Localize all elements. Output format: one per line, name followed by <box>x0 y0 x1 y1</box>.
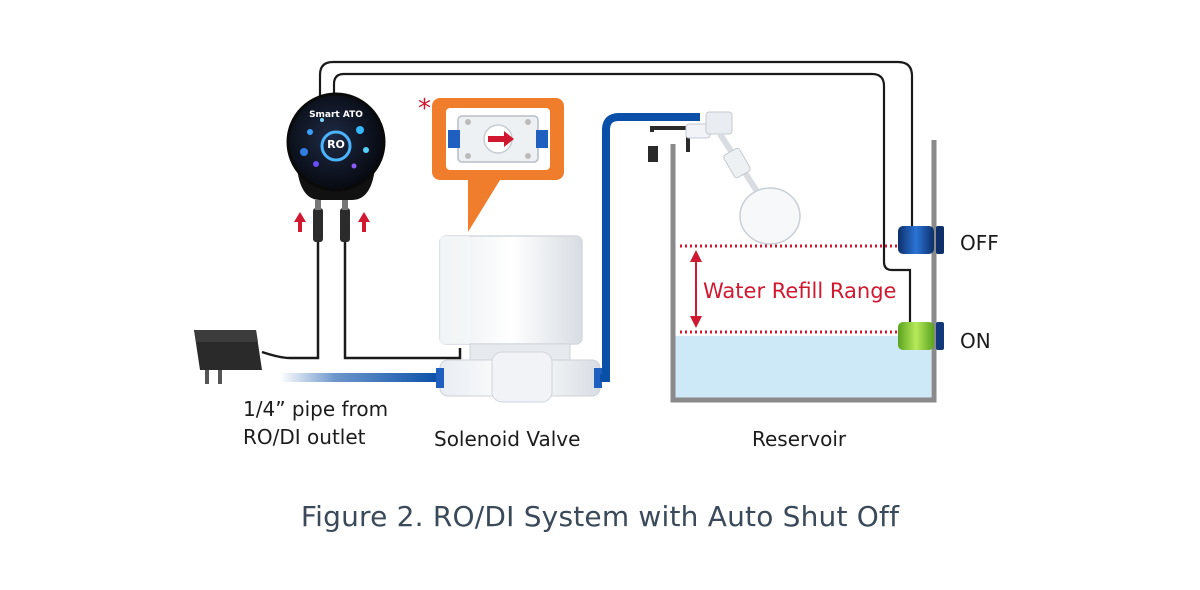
refill-range-label: Water Refill Range <box>703 279 897 303</box>
inlet-pipe <box>280 373 440 382</box>
pipe-label-line2: RO/DI outlet <box>243 425 366 449</box>
power-adapter <box>194 240 320 384</box>
asterisk-mark: * <box>418 94 431 124</box>
controller-brand-label: Smart ATO <box>309 110 363 120</box>
sensor-wires <box>318 60 914 322</box>
plug-arrows <box>294 212 370 232</box>
solenoid-label: Solenoid Valve <box>434 427 581 451</box>
float-valve <box>648 111 801 245</box>
on-level-sensor <box>898 322 944 350</box>
on-label: ON <box>960 329 991 353</box>
controller-cables <box>343 240 462 360</box>
reservoir-tank <box>670 140 937 403</box>
dc-plugs <box>313 200 350 242</box>
pipe-label-line1: 1/4” pipe from <box>243 397 389 421</box>
off-label: OFF <box>960 231 999 255</box>
figure-caption: Figure 2. RO/DI System with Auto Shut Of… <box>300 500 900 533</box>
solenoid-valve <box>436 235 602 403</box>
reservoir-label: Reservoir <box>752 427 847 451</box>
off-level-sensor <box>898 226 944 254</box>
valve-callout <box>432 98 564 232</box>
smart-ato-controller <box>286 92 386 200</box>
outlet-pipe <box>600 113 700 382</box>
controller-mode-label: RO <box>327 138 345 151</box>
refill-range-marker <box>680 244 900 334</box>
